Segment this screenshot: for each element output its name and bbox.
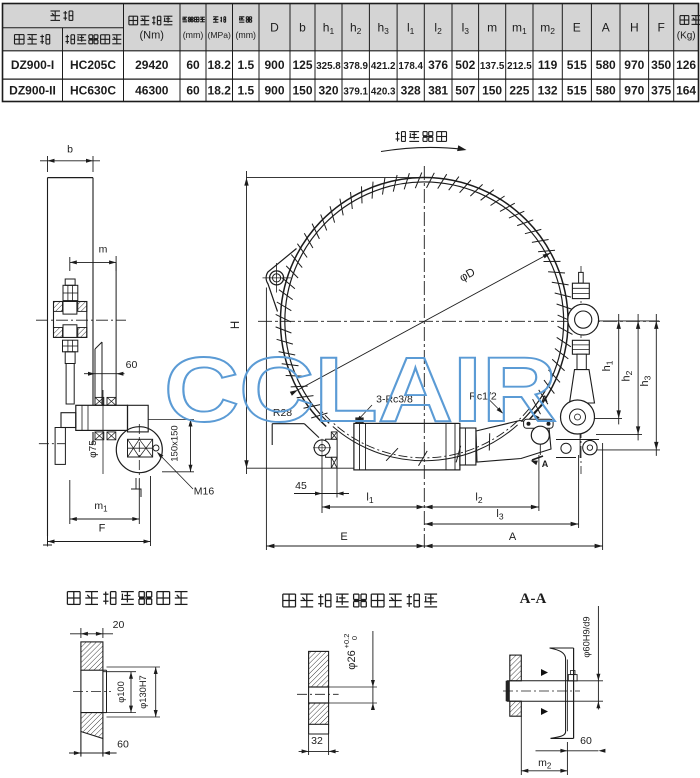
svg-text:m: m xyxy=(99,244,108,256)
svg-text:b: b xyxy=(67,144,73,156)
svg-text:328: 328 xyxy=(401,83,421,97)
svg-text:F: F xyxy=(99,523,106,535)
svg-text:60: 60 xyxy=(186,58,200,72)
svg-text:φ130H7: φ130H7 xyxy=(138,675,148,708)
svg-text:(MPa): (MPa) xyxy=(207,30,231,40)
svg-text:18.2: 18.2 xyxy=(208,83,232,97)
svg-text:132: 132 xyxy=(538,83,558,97)
svg-text:60: 60 xyxy=(580,735,592,747)
svg-text:h1: h1 xyxy=(323,21,335,37)
svg-text:+0.2: +0.2 xyxy=(342,634,351,649)
svg-text:D: D xyxy=(270,21,279,35)
svg-text:φ100: φ100 xyxy=(116,681,126,703)
svg-text:119: 119 xyxy=(538,58,558,72)
svg-text:(Nm): (Nm) xyxy=(139,30,163,42)
svg-text:900: 900 xyxy=(264,83,284,97)
svg-text:(mm): (mm) xyxy=(183,30,204,40)
svg-text:32: 32 xyxy=(311,735,323,747)
svg-text:178.4: 178.4 xyxy=(398,61,423,72)
svg-text:320: 320 xyxy=(318,83,338,97)
svg-text:507: 507 xyxy=(455,83,475,97)
svg-text:(Kg): (Kg) xyxy=(677,31,696,42)
svg-text:l3: l3 xyxy=(462,21,470,37)
svg-text:164: 164 xyxy=(676,83,696,97)
svg-text:379.1: 379.1 xyxy=(343,86,368,97)
svg-text:502: 502 xyxy=(455,58,475,72)
svg-text:CCLAIR: CCLAIR xyxy=(164,339,557,441)
svg-text:R28: R28 xyxy=(273,407,292,419)
svg-text:1.5: 1.5 xyxy=(237,83,254,97)
svg-text:350: 350 xyxy=(651,58,671,72)
svg-text:l2: l2 xyxy=(475,492,482,506)
svg-text:375: 375 xyxy=(651,83,671,97)
svg-text:46300: 46300 xyxy=(135,83,169,97)
svg-text:0: 0 xyxy=(350,636,359,640)
svg-text:(mm): (mm) xyxy=(235,30,256,40)
svg-text:1.5: 1.5 xyxy=(237,58,254,72)
svg-text:137.5: 137.5 xyxy=(480,61,505,72)
svg-text:18.2: 18.2 xyxy=(208,58,232,72)
svg-text:421.2: 421.2 xyxy=(371,61,396,72)
svg-text:29420: 29420 xyxy=(135,58,169,72)
svg-text:126: 126 xyxy=(676,58,696,72)
svg-text:20: 20 xyxy=(113,619,125,631)
svg-text:60: 60 xyxy=(186,83,200,97)
svg-text:381: 381 xyxy=(428,83,448,97)
svg-text:515: 515 xyxy=(567,83,587,97)
svg-text:45: 45 xyxy=(295,480,307,492)
svg-text:225: 225 xyxy=(509,83,529,97)
svg-text:φ75: φ75 xyxy=(88,440,99,458)
svg-text:150x150: 150x150 xyxy=(170,425,181,461)
svg-text:3-Rc3/8: 3-Rc3/8 xyxy=(376,394,413,406)
svg-text:φ26: φ26 xyxy=(346,650,358,669)
svg-text:A: A xyxy=(542,459,549,469)
svg-text:h2: h2 xyxy=(350,21,362,37)
svg-text:HC205C: HC205C xyxy=(70,58,116,72)
svg-text:A: A xyxy=(509,531,517,543)
svg-text:60: 60 xyxy=(126,359,138,371)
svg-text:376: 376 xyxy=(428,58,448,72)
svg-text:150: 150 xyxy=(482,83,502,97)
svg-text:h2: h2 xyxy=(621,370,635,381)
svg-text:970: 970 xyxy=(624,58,644,72)
svg-text:212.5: 212.5 xyxy=(507,61,532,72)
svg-text:580: 580 xyxy=(596,58,616,72)
svg-text:150: 150 xyxy=(292,83,312,97)
svg-text:378.9: 378.9 xyxy=(343,61,368,72)
svg-text:F: F xyxy=(658,21,665,35)
svg-text:E: E xyxy=(573,21,581,35)
svg-text:l1: l1 xyxy=(407,21,415,37)
svg-text:l2: l2 xyxy=(434,21,442,37)
svg-text:h1: h1 xyxy=(601,360,615,371)
svg-text:H: H xyxy=(230,321,242,329)
svg-text:φ60H9/d9: φ60H9/d9 xyxy=(582,616,592,657)
svg-text:E: E xyxy=(340,531,347,543)
svg-text:125: 125 xyxy=(292,58,312,72)
svg-text:580: 580 xyxy=(596,83,616,97)
svg-text:b: b xyxy=(299,21,306,35)
svg-text:DZ900-I: DZ900-I xyxy=(11,58,54,72)
svg-text:420.3: 420.3 xyxy=(371,86,396,97)
svg-text:m: m xyxy=(487,21,497,35)
svg-text:HC630C: HC630C xyxy=(70,83,116,97)
svg-text:A: A xyxy=(541,394,548,404)
svg-text:h3: h3 xyxy=(639,375,653,386)
svg-text:900: 900 xyxy=(264,58,284,72)
svg-text:DZ900-II: DZ900-II xyxy=(9,83,56,97)
svg-text:l1: l1 xyxy=(366,492,373,506)
svg-text:970: 970 xyxy=(624,83,644,97)
svg-text:Rc1/2: Rc1/2 xyxy=(469,391,497,403)
svg-text:60: 60 xyxy=(117,739,129,751)
svg-text:A-A: A-A xyxy=(520,591,547,607)
svg-text:325.8: 325.8 xyxy=(316,61,341,72)
svg-text:l3: l3 xyxy=(496,508,503,522)
svg-text:h3: h3 xyxy=(377,21,389,37)
svg-text:A: A xyxy=(602,21,610,35)
svg-text:M16: M16 xyxy=(194,486,215,498)
svg-text:515: 515 xyxy=(567,58,587,72)
svg-text:H: H xyxy=(630,21,639,35)
